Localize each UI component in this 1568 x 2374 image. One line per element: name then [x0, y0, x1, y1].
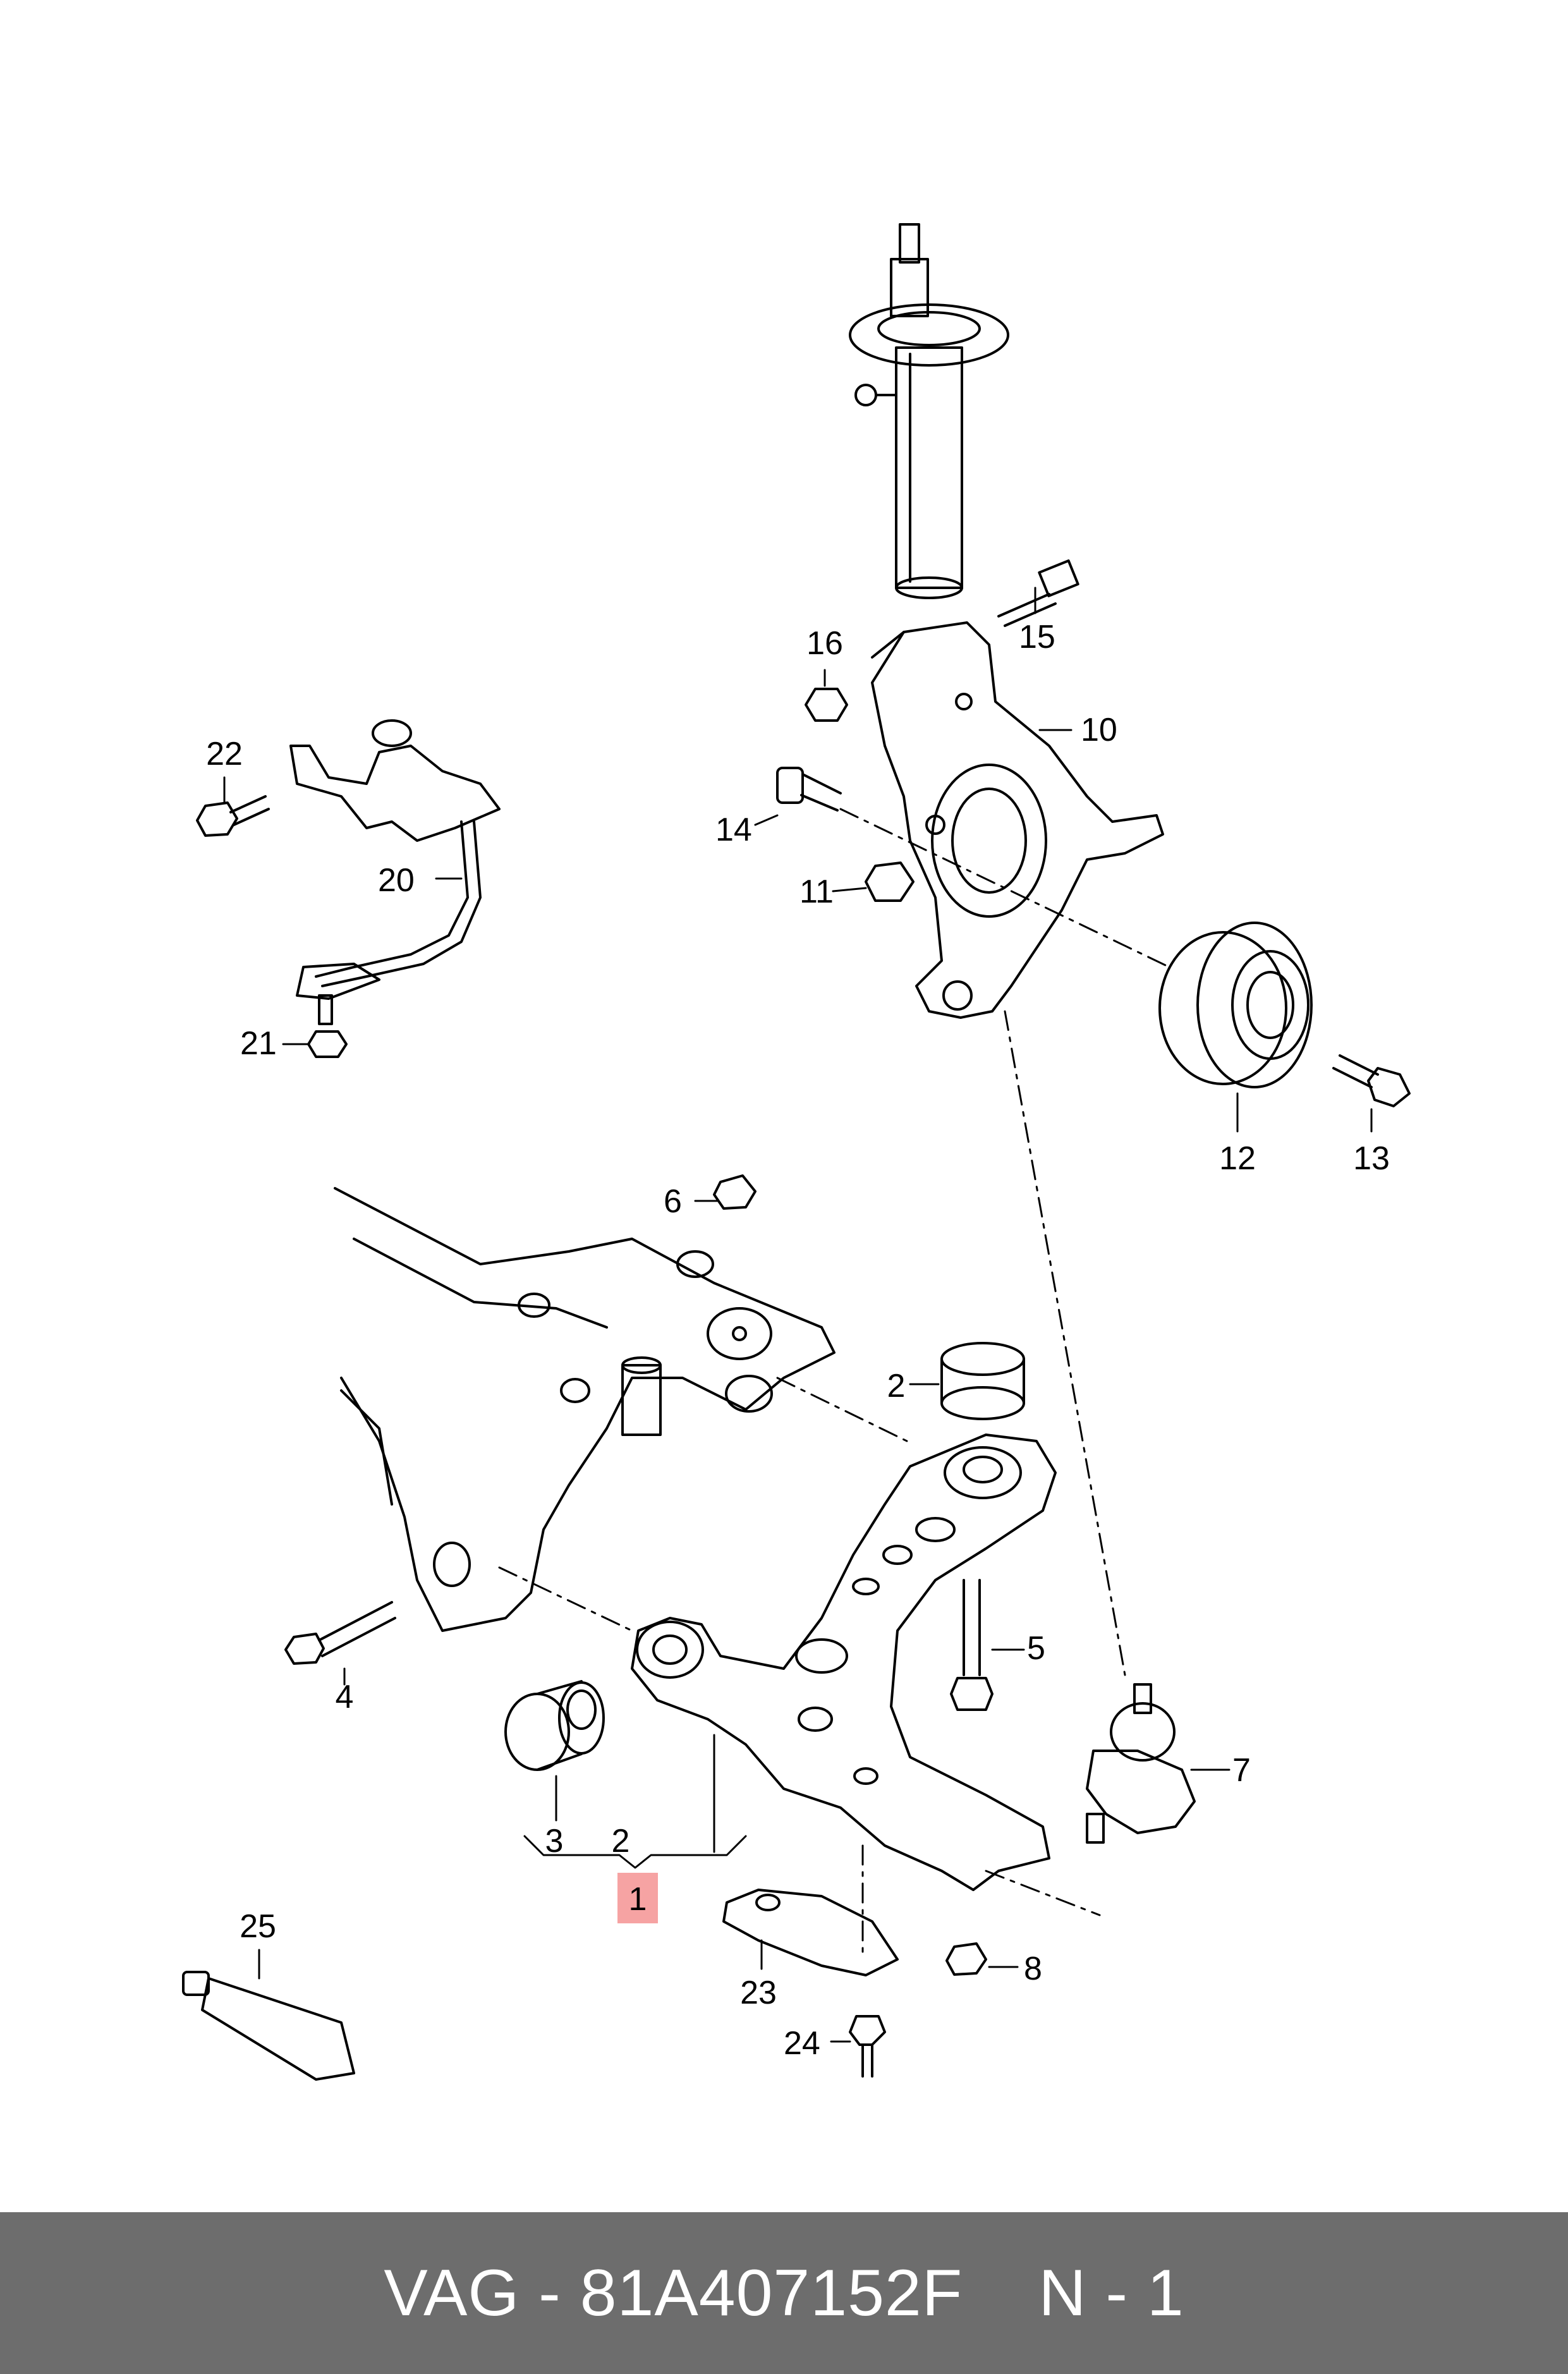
- callout-1-highlight: [617, 1873, 658, 1923]
- callout-8: 8: [1024, 1951, 1042, 1987]
- callout-5: 5: [1027, 1630, 1045, 1667]
- steering-knuckle: [871, 621, 1164, 1019]
- callout-7: 7: [1232, 1752, 1251, 1789]
- callout-16: 16: [806, 625, 843, 662]
- callout-3: 3: [545, 1823, 564, 1860]
- bolt-15: [997, 559, 1079, 627]
- callout-4: 4: [336, 1679, 354, 1715]
- callout-21: 21: [240, 1025, 277, 1062]
- bolt-5: [950, 1579, 994, 1711]
- bolt-22: [196, 795, 270, 837]
- callout-13: 13: [1353, 1140, 1390, 1177]
- nut-21: [307, 1030, 348, 1058]
- callout-10: 10: [1081, 712, 1117, 748]
- bolt-4: [284, 1601, 396, 1665]
- quantity-note: N - 1: [1038, 2256, 1184, 2330]
- separator-dash: -: [538, 2256, 561, 2330]
- callout-labels: 1 2 2 3 4 5 6 7 8 10 11 12 13 14 15 16 2…: [206, 619, 1390, 2062]
- cover-23: [722, 1889, 899, 1976]
- separator-space: [561, 2256, 580, 2331]
- callout-15: 15: [1019, 619, 1055, 655]
- callout-23: 23: [740, 1975, 777, 2011]
- bolt-13: [1332, 1054, 1411, 1107]
- brand-label: VAG: [384, 2256, 520, 2330]
- callout-1: 1: [629, 1881, 647, 1918]
- callout-12: 12: [1219, 1140, 1256, 1177]
- level-sensor: [289, 719, 501, 1025]
- nut-8: [945, 1942, 987, 1976]
- callout-2-front: 2: [612, 1823, 630, 1860]
- callout-6: 6: [664, 1183, 682, 1220]
- callout-22: 22: [206, 736, 243, 772]
- callout-2-top: 2: [887, 1368, 906, 1404]
- ball-joint: [1086, 1683, 1196, 1844]
- control-arm: [631, 1434, 1057, 1891]
- bolt-14: [776, 767, 842, 812]
- strut-assembly: [849, 223, 1009, 599]
- wheel-hub: [1158, 922, 1313, 1088]
- callout-25: 25: [240, 1908, 276, 1945]
- nut-6: [713, 1174, 757, 1210]
- callout-11: 11: [799, 874, 834, 910]
- part-number-footer: VAG - 81A407152F N - 1: [0, 2212, 1568, 2374]
- separator: [520, 2256, 538, 2331]
- part-number: 81A407152F: [580, 2256, 963, 2330]
- leader-lines: [223, 587, 1373, 2043]
- assembly-lines: [498, 808, 1170, 1961]
- bushing-2-top: [940, 1342, 1025, 1420]
- bushing-3: [504, 1680, 605, 1771]
- subframe: [334, 1187, 836, 1632]
- callout-14: 14: [715, 812, 752, 848]
- suspension-exploded-diagram: 1 2 2 3 4 5 6 7 8 10 11 12 13 14 15 16 2…: [182, 223, 1411, 2081]
- nut-16: [805, 688, 848, 722]
- grease-tube: [182, 1971, 355, 2081]
- clip-24: [849, 2015, 886, 2078]
- nut-11: [865, 861, 915, 902]
- callout-20: 20: [378, 862, 415, 899]
- callout-24: 24: [784, 2025, 820, 2062]
